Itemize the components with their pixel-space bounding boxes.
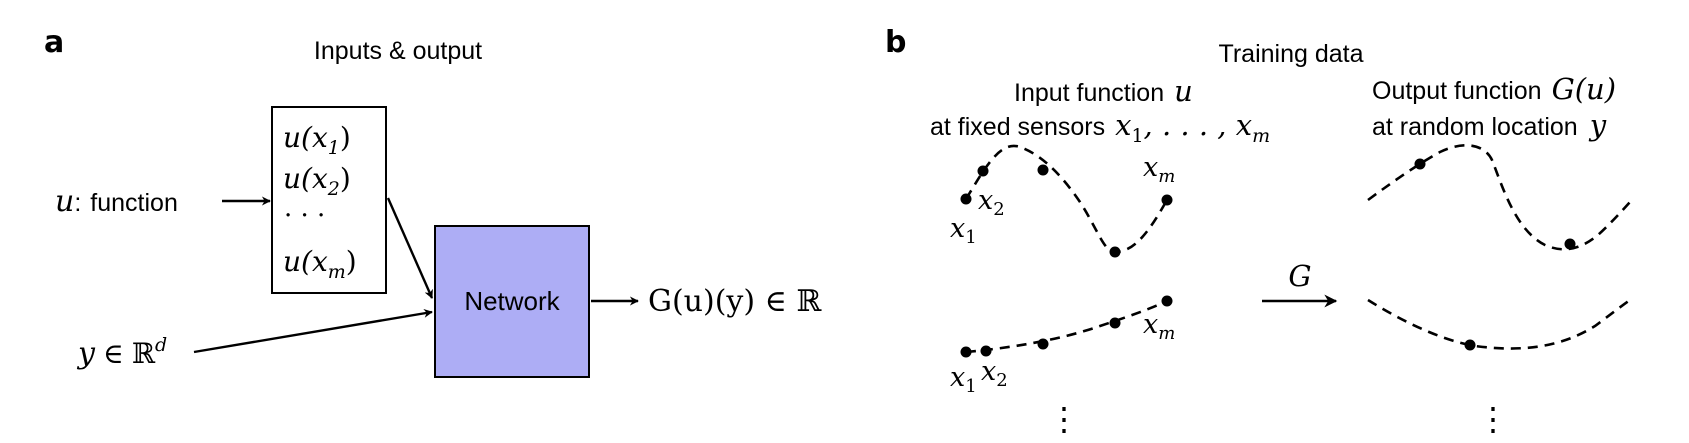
operator-label: G: [1288, 259, 1311, 293]
sensor-values-list: u(x1) u(x2) · · · u(xm): [283, 121, 357, 283]
sensor-value-1: u(x: [283, 121, 328, 154]
input-curve-2: x1 x2 xm: [950, 295, 1175, 397]
input-curve-1-path: [964, 144, 1169, 254]
sensor-point: [960, 193, 972, 205]
arrow-location-to-network: [193, 308, 433, 354]
input-curve-1: x2 x1 xm: [950, 144, 1175, 258]
sensor-label-x1: x1: [950, 213, 977, 248]
input-function-label: u:function: [55, 184, 178, 219]
sensor-point: [980, 345, 992, 357]
panel-b-title: Training data: [1219, 40, 1364, 68]
sensor-label-x2: x2: [981, 356, 1008, 391]
output-curve-1: [1367, 144, 1631, 251]
input-curve-2-path: [965, 299, 1168, 354]
network-label: Network: [464, 286, 560, 316]
sensor-label-xm: xm: [1143, 152, 1175, 187]
sensor-point: [1109, 246, 1121, 258]
sensor-ellipsis: · · ·: [284, 201, 325, 231]
svg-text:u(x2): u(x2): [283, 162, 351, 200]
output-point: [1564, 238, 1576, 250]
sensor-values-box: [271, 106, 387, 294]
input-ellipsis: ⋮: [1048, 400, 1080, 438]
network-box: [434, 225, 590, 378]
sensor-label-x1: x1: [950, 362, 977, 397]
output-point: [1414, 158, 1426, 170]
sensor-value-2: u(x: [283, 162, 328, 195]
sensor-point: [1037, 338, 1049, 350]
sensor-point: [1161, 194, 1173, 206]
panel-a-title: Inputs & output: [314, 37, 482, 65]
output-label: G(u)(y) ∈ ℝ: [648, 284, 822, 319]
output-curve-2: [1367, 298, 1631, 351]
output-point: [1464, 339, 1476, 351]
sensor-point: [977, 165, 989, 177]
sensor-point: [1161, 295, 1173, 307]
sensor-point: [1109, 317, 1121, 329]
output-ellipsis: ⋮: [1477, 400, 1509, 438]
panel-a: a Inputs & output u(x1) u(x2) · · · u(xm…: [44, 25, 822, 378]
sensor-label-x2: x2: [978, 185, 1005, 220]
sensor-point: [960, 346, 972, 358]
input-location-label: y∈ℝd: [76, 334, 167, 371]
output-curve-1-path: [1367, 144, 1631, 251]
sensor-label-xm: xm: [1143, 309, 1175, 344]
svg-text:u(xm): u(xm): [283, 245, 357, 283]
panel-b-label: b: [885, 25, 906, 60]
sensor-value-m: u(x: [283, 245, 328, 278]
panel-a-label: a: [44, 25, 64, 60]
svg-text:u(x1): u(x1): [283, 121, 351, 159]
sensor-point: [1037, 164, 1049, 176]
output-curve-2-path: [1367, 298, 1631, 350]
arrow-sensors-to-network: [386, 197, 434, 299]
